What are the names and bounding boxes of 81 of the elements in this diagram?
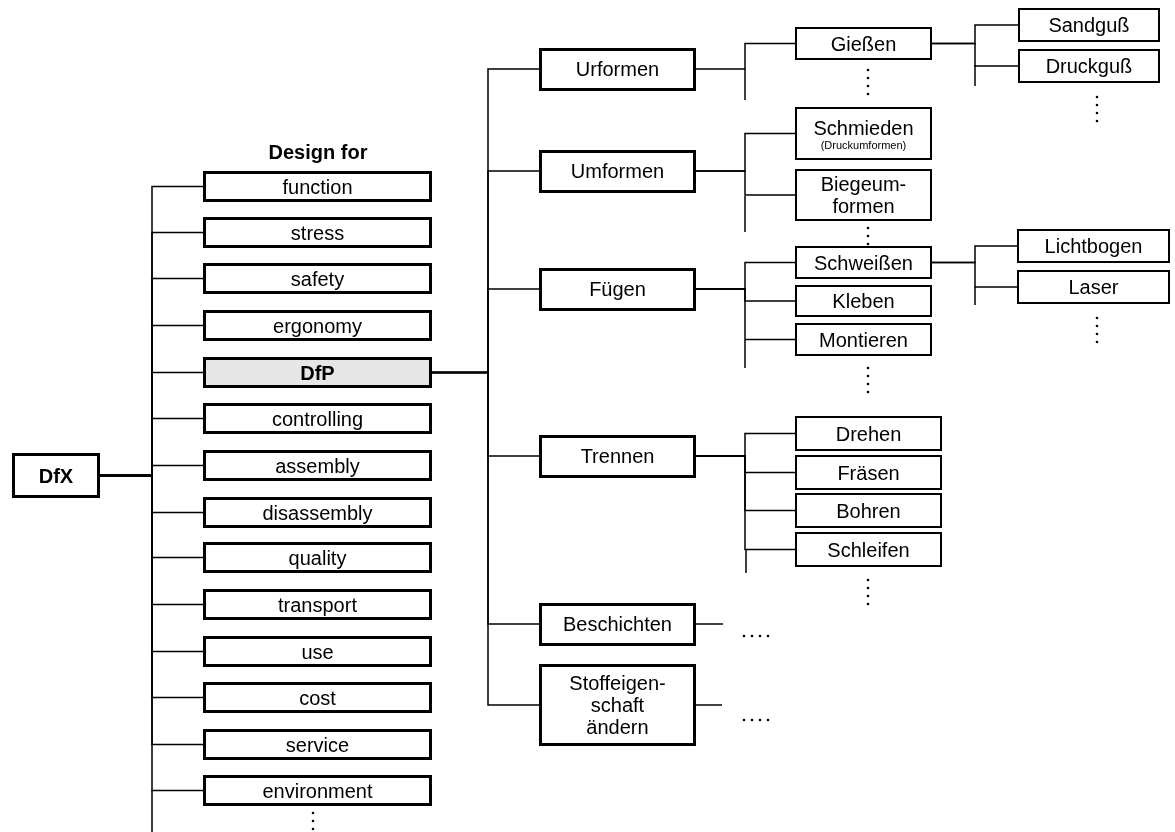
box-label: Bohren xyxy=(836,499,901,522)
process-box xyxy=(795,285,932,317)
box-label: Trennen xyxy=(580,445,655,467)
process-box xyxy=(203,263,432,294)
process-box xyxy=(203,217,432,248)
box-label: Schleifen xyxy=(827,538,910,561)
process-box xyxy=(203,497,432,528)
box-label: Urformen xyxy=(575,58,660,80)
box-label: environment xyxy=(262,779,373,802)
box-label: cost xyxy=(299,686,336,709)
box-label: Schweißen xyxy=(814,251,913,274)
box-label: disassembly xyxy=(262,501,373,524)
process-box xyxy=(1018,8,1160,42)
process-box xyxy=(203,775,432,806)
box-label: use xyxy=(301,640,334,663)
process-box xyxy=(795,169,932,221)
connector-line xyxy=(695,455,796,551)
connector-line xyxy=(695,704,723,706)
box-label: stress xyxy=(290,221,345,244)
process-box xyxy=(203,636,432,667)
box-label: DfX xyxy=(38,464,74,487)
column-heading: Design for xyxy=(268,141,368,164)
process-box xyxy=(203,310,432,341)
process-box xyxy=(203,589,432,620)
box-label: function xyxy=(282,175,353,198)
process-box xyxy=(1018,49,1160,83)
process-box xyxy=(795,246,932,279)
connector-line xyxy=(931,261,1018,288)
connector-line xyxy=(431,371,540,706)
box-label: quality xyxy=(288,546,347,569)
box-label: service xyxy=(285,733,350,756)
box-label: Laser xyxy=(1068,276,1119,298)
box-label: ergonomy xyxy=(273,314,362,337)
box-label: Umformen xyxy=(570,160,665,182)
process-box xyxy=(1017,270,1170,304)
process-box xyxy=(203,450,432,481)
box-label: Lichtbogen xyxy=(1044,235,1143,257)
process-box xyxy=(539,434,696,478)
process-box xyxy=(795,416,942,451)
process-box xyxy=(203,729,432,760)
process-box xyxy=(795,532,942,567)
box-label: Fräsen xyxy=(837,461,900,484)
connector-line xyxy=(931,42,1019,67)
process-box xyxy=(12,453,100,498)
box-label: Montieren xyxy=(819,328,908,351)
box-label: controlling xyxy=(271,407,364,430)
connector-line xyxy=(695,288,796,341)
process-box xyxy=(1017,229,1170,263)
box-label: Kleben xyxy=(832,290,895,312)
connector-line xyxy=(695,170,796,196)
process-box xyxy=(203,542,432,573)
box-label: Beschichten xyxy=(563,613,672,635)
process-box xyxy=(795,323,932,356)
process-box xyxy=(539,47,696,91)
process-box xyxy=(795,455,942,490)
box-label: Drehen xyxy=(835,422,902,445)
process-box xyxy=(795,107,932,160)
connector-line xyxy=(695,623,724,625)
box-label: Sandguß xyxy=(1048,14,1130,36)
process-box xyxy=(539,602,696,646)
process-box xyxy=(203,682,432,713)
highlighted-box xyxy=(203,357,432,388)
box-label: assembly xyxy=(275,454,360,477)
process-box xyxy=(203,403,432,434)
process-box xyxy=(539,149,696,193)
box-sublabel: (Druckumformen) xyxy=(820,138,907,151)
box-label: Gießen xyxy=(830,32,897,55)
box-label: DfP xyxy=(300,361,335,384)
box-label: safety xyxy=(290,267,345,290)
box-label: Stoffeigen- schaft ändern xyxy=(568,672,667,738)
box-label: transport xyxy=(278,593,357,616)
connector-line xyxy=(695,42,796,70)
box-label: Druckguß xyxy=(1045,55,1133,77)
process-box xyxy=(539,664,696,746)
box-label: Schmieden xyxy=(813,116,914,139)
process-box xyxy=(539,267,696,311)
process-box xyxy=(795,493,942,528)
box-label: Fügen xyxy=(589,278,646,300)
process-box xyxy=(203,171,432,202)
process-box xyxy=(795,27,932,60)
box-label: Biegeum- formen xyxy=(819,173,908,217)
